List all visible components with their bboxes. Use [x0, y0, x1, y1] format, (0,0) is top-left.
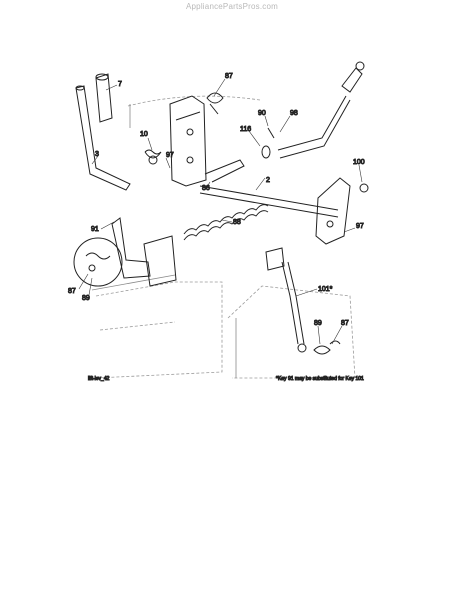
callout-labels: 7 87 90 98 116 10 97 86 2 100 3 88 91 97… [68, 73, 366, 328]
washer-part [261, 127, 275, 159]
lift-lever-part [75, 85, 131, 191]
callout-89-left: 89 [82, 295, 90, 302]
right-pivot-bracket [315, 177, 369, 245]
callout-116: 116 [240, 126, 251, 133]
small-spring [144, 149, 162, 165]
callout-87-right: 87 [341, 320, 349, 327]
footnote: *Key 91 may be substituted for Key 101 [276, 376, 364, 382]
hair-clip-top [206, 92, 224, 115]
callout-7: 7 [118, 81, 122, 88]
callout-97-lower: 97 [356, 223, 364, 230]
callout-97-upper: 97 [166, 152, 174, 159]
callout-91: 91 [91, 226, 99, 233]
right-lower-lever [265, 247, 307, 353]
callout-90: 90 [258, 110, 266, 117]
mounting-bracket [169, 95, 207, 187]
watermark: AppliancePartsPros.com [186, 2, 278, 11]
lift-spring [183, 159, 269, 241]
leader-lines [78, 78, 363, 345]
drawing-code: lift-lev_42 [88, 376, 110, 382]
callout-2: 2 [266, 177, 270, 184]
left-detail-view [73, 237, 123, 287]
adjust-rod [277, 61, 365, 159]
callout-88: 88 [233, 219, 241, 226]
callout-3: 3 [95, 151, 99, 158]
callout-98: 98 [290, 110, 298, 117]
callout-87-left: 87 [68, 288, 76, 295]
frame-outlines [95, 95, 356, 379]
callout-89-right: 89 [314, 320, 322, 327]
callout-100: 100 [353, 159, 365, 166]
left-lower-bracket [111, 217, 177, 287]
callout-87-top: 87 [225, 73, 233, 80]
frame-lines [91, 104, 237, 378]
callout-86: 86 [202, 185, 210, 192]
callout-101: 101* [318, 286, 333, 293]
callout-10: 10 [140, 131, 148, 138]
hair-clip-bottom [313, 340, 341, 355]
cross-shaft [199, 185, 339, 218]
grip-part [95, 73, 113, 123]
